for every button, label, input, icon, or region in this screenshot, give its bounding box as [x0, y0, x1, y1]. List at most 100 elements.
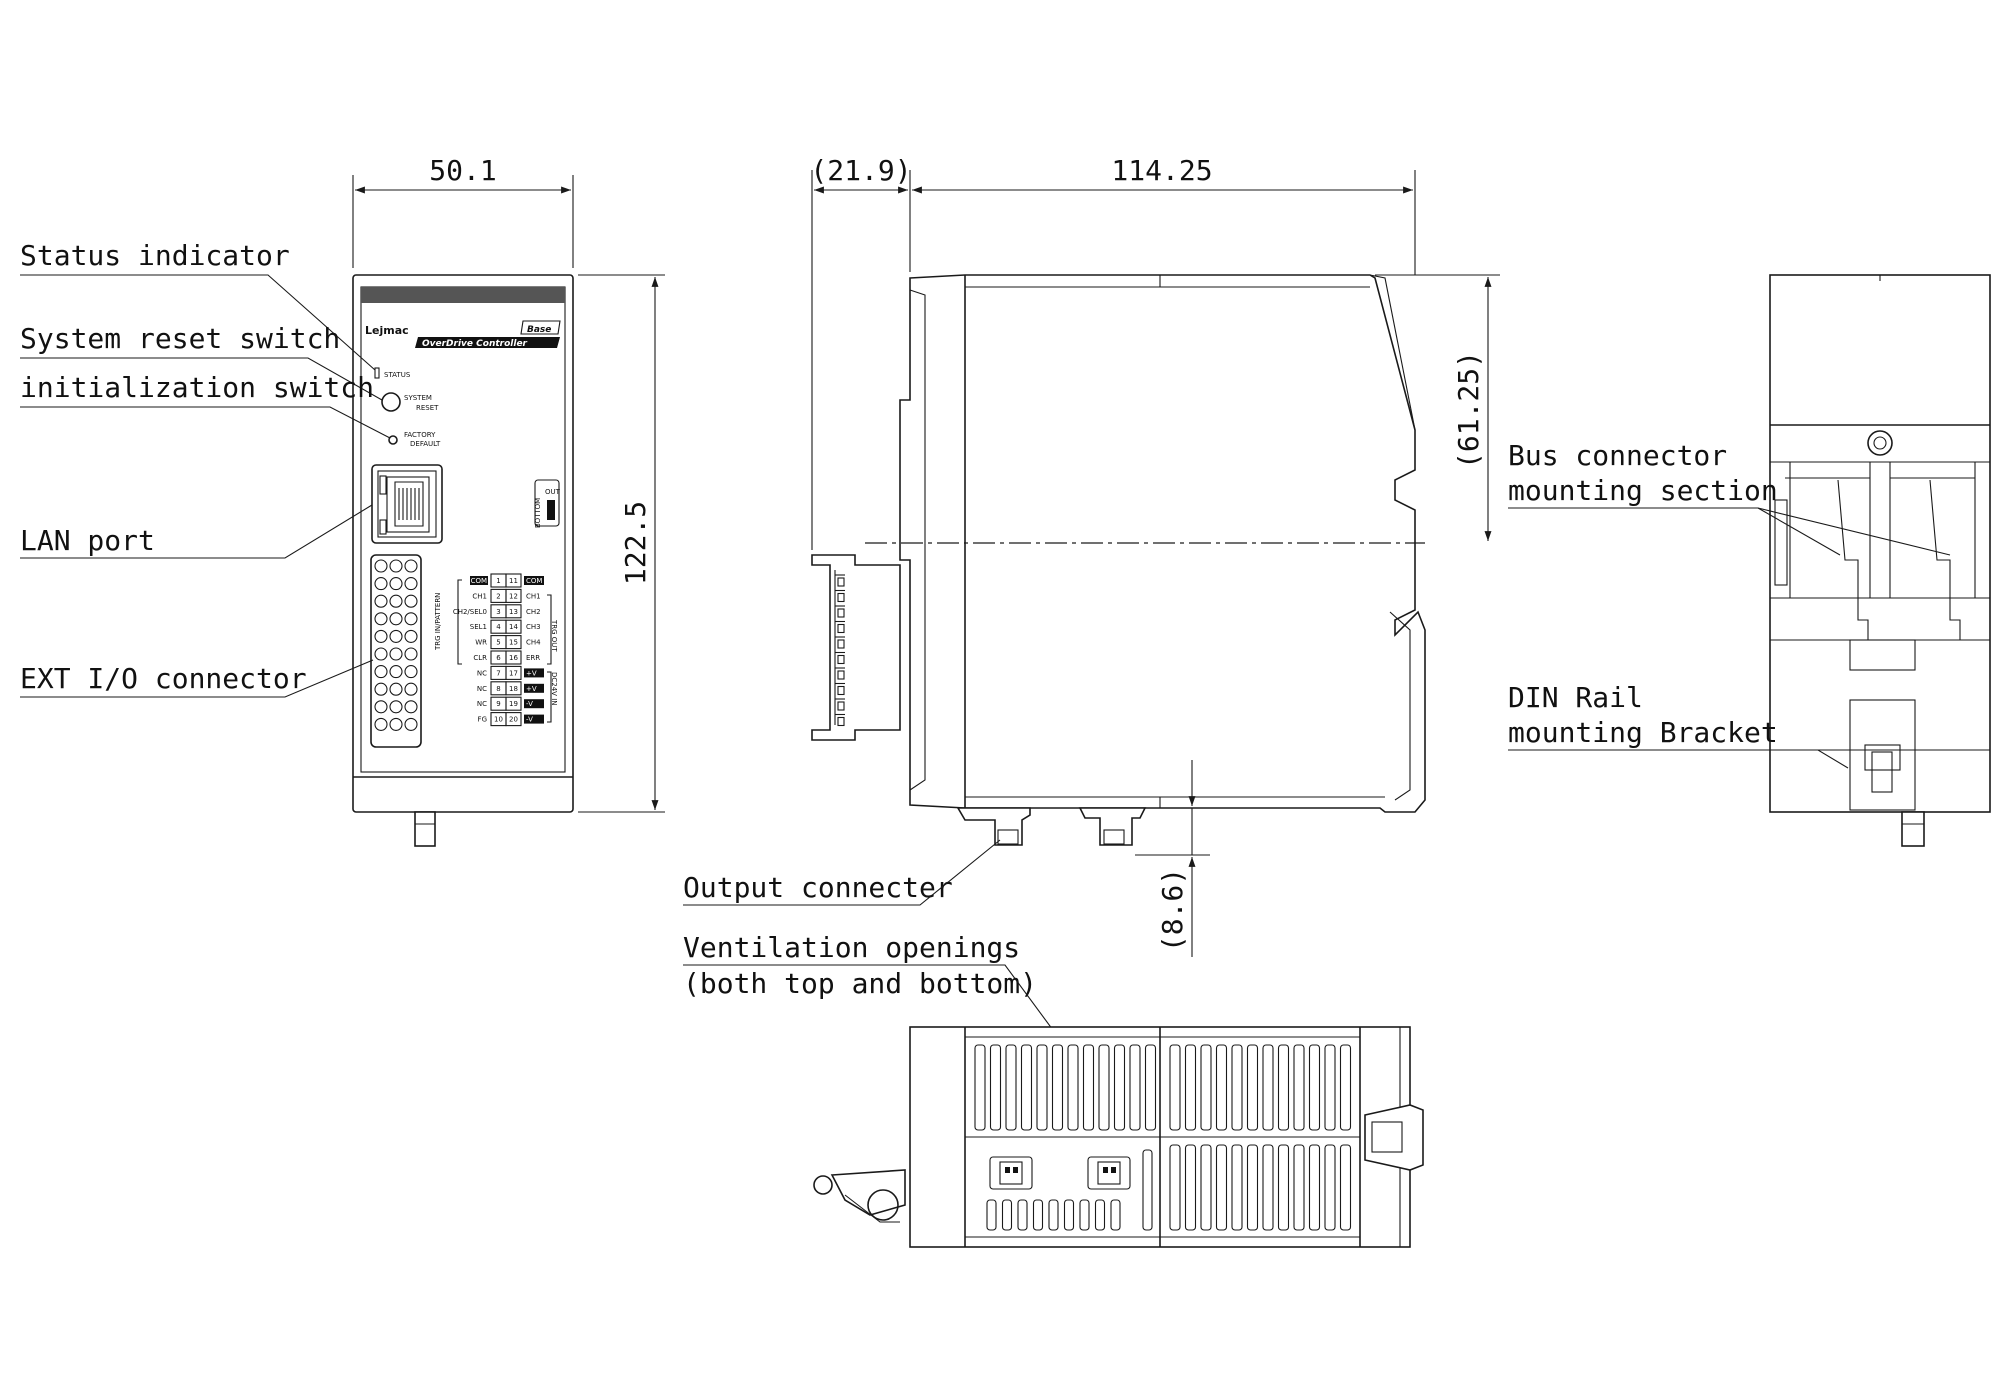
bottom-output-connector-2 [1087, 1156, 1131, 1190]
io-pin-b: 13 [509, 608, 518, 616]
vent-slot [1293, 1144, 1305, 1231]
io-pin-a: 6 [496, 654, 501, 662]
front-label-strip [361, 287, 565, 303]
io-terminal [404, 559, 418, 573]
vent-slot [1277, 1144, 1290, 1231]
io-pin-a: 9 [496, 700, 500, 708]
io-pin-a: 3 [496, 608, 500, 616]
io-right-signal: -V [526, 716, 533, 724]
vent-slot [1005, 1044, 1017, 1131]
output-mode-switch[interactable] [534, 479, 560, 527]
out-label: OUT [545, 488, 561, 496]
vent-slot [1277, 1044, 1290, 1131]
vent-slot [1246, 1144, 1259, 1231]
io-terminal [389, 700, 403, 714]
vent-slot [1339, 1044, 1352, 1131]
io-terminal [389, 594, 403, 608]
callout-din-rail-2: mounting Bracket [1508, 716, 1778, 749]
io-right-signal: +V [526, 685, 537, 693]
right-housing [1769, 274, 1991, 813]
io-terminal [404, 682, 418, 696]
side-output-connectors [956, 807, 1147, 846]
system-reset-label-2: RESET [416, 404, 439, 412]
vent-slot [1017, 1199, 1028, 1231]
vent-slot [1184, 1144, 1197, 1231]
vent-slot [1113, 1044, 1126, 1131]
ext-io-connector[interactable] [370, 554, 422, 748]
bottom-din-clip [1364, 1104, 1424, 1171]
io-right-signal: CH2 [526, 608, 541, 616]
io-pin-b: 12 [509, 592, 518, 600]
right-view [1769, 274, 1991, 847]
io-terminal [389, 647, 403, 661]
callout-ext-io: EXT I/O connector [20, 662, 307, 695]
io-pin-b: 18 [509, 685, 518, 693]
vent-slot [1067, 1044, 1079, 1131]
factory-default-switch[interactable] [388, 435, 398, 445]
vent-slot [1231, 1144, 1243, 1231]
callout-initialization: initialization switch [20, 371, 374, 404]
io-pin-a: 7 [496, 669, 500, 677]
io-right-signal: ERR [526, 654, 540, 662]
vent-slot [1110, 1199, 1121, 1231]
io-terminal [374, 629, 388, 643]
bottom-output-connector-1 [989, 1156, 1033, 1190]
io-right-signal: +V [526, 669, 537, 677]
vent-slot [1001, 1199, 1013, 1231]
lan-port[interactable] [371, 464, 443, 544]
io-pin-b: 11 [509, 577, 518, 585]
io-right-signal: CH1 [526, 592, 541, 600]
io-terminal [374, 612, 388, 626]
vent-slot [1144, 1044, 1157, 1131]
io-terminal [389, 612, 403, 626]
io-pin-a: 8 [496, 685, 500, 693]
dim-front-width: 50.1 [429, 154, 496, 187]
dim-side-center: (61.25) [1452, 351, 1485, 469]
vent-slot [1231, 1044, 1243, 1131]
trg-in-label: TRG IN/PATTERN [434, 593, 442, 651]
vent-slot [1339, 1144, 1352, 1231]
dc24v-label: DC24V IN [550, 672, 558, 706]
io-pin-b: 20 [509, 716, 518, 724]
trg-out-label: TRG OUT [550, 619, 558, 652]
dim-side-overhang: (21.9) [810, 154, 911, 187]
io-terminal [389, 559, 403, 573]
dim-front-height: 122.5 [619, 501, 652, 585]
vent-slot [1200, 1144, 1212, 1231]
bus-connector-screw [1867, 430, 1893, 456]
vent-slot [1063, 1199, 1075, 1231]
io-terminal [374, 647, 388, 661]
io-right-signal: CH3 [526, 623, 541, 631]
vent-slot [1308, 1044, 1321, 1131]
front-dimensions: 50.1 122.5 [352, 154, 665, 813]
io-terminal [389, 577, 403, 591]
io-pin-a: 10 [494, 716, 503, 724]
io-terminal [389, 717, 403, 731]
vent-slot [1184, 1044, 1197, 1131]
vent-slot [1048, 1199, 1059, 1231]
io-right-signal: -V [526, 700, 533, 708]
io-pin-b: 17 [509, 669, 518, 677]
vent-slot [1169, 1044, 1181, 1131]
callout-ventilation-2: (both top and bottom) [683, 967, 1037, 1000]
io-pin-b: 19 [509, 700, 518, 708]
dim-side-depth: 114.25 [1111, 154, 1212, 187]
io-pin-b: 15 [509, 639, 518, 647]
system-reset-button[interactable] [381, 392, 401, 412]
side-view [811, 274, 1426, 846]
right-callouts: Bus connector mounting section DIN Rail … [1508, 439, 1951, 769]
system-reset-label-1: SYSTEM [404, 394, 432, 402]
callout-system-reset: System reset switch [20, 322, 340, 355]
vent-slot [974, 1044, 986, 1131]
vent-slot [1051, 1044, 1064, 1131]
io-right-signal: COM [526, 577, 542, 585]
vent-slot [1246, 1044, 1259, 1131]
vent-slot [1094, 1199, 1106, 1231]
